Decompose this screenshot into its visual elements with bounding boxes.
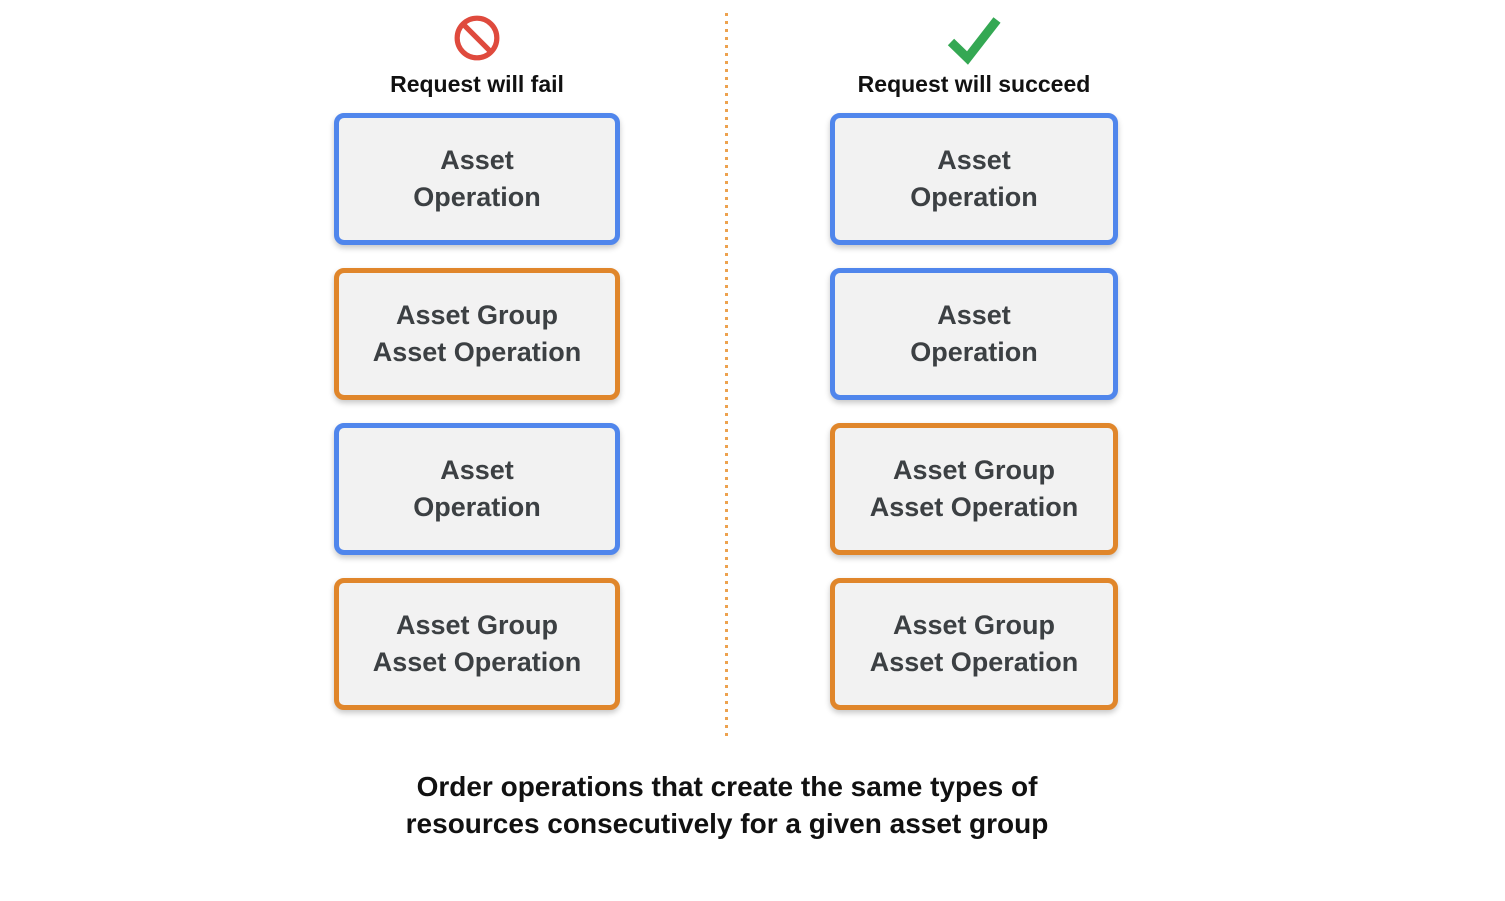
checkmark-icon: [945, 14, 1003, 68]
succeed-column: Request will succeed Asset Operation Ass…: [830, 14, 1118, 710]
diagram-caption: Order operations that create the same ty…: [405, 771, 1049, 839]
fail-column-title: Request will fail: [390, 71, 564, 97]
fail-box-asset-group-asset-operation-2: Asset Group Asset Operation: [334, 578, 620, 710]
fail-box-asset-operation-2: Asset Operation: [334, 423, 620, 555]
dotted-divider: [725, 13, 728, 740]
prohibited-icon: [453, 14, 501, 68]
fail-column: Request will fail Asset Operation Asset …: [334, 14, 620, 710]
succeed-box-asset-group-asset-operation-1: Asset Group Asset Operation: [830, 423, 1118, 555]
succeed-column-boxes: Asset Operation Asset Operation Asset Gr…: [830, 113, 1118, 710]
succeed-box-asset-group-asset-operation-2: Asset Group Asset Operation: [830, 578, 1118, 710]
succeed-box-asset-operation-1: Asset Operation: [830, 113, 1118, 245]
succeed-column-title: Request will succeed: [857, 71, 1091, 97]
fail-box-asset-operation-1: Asset Operation: [334, 113, 620, 245]
succeed-box-asset-operation-2: Asset Operation: [830, 268, 1118, 400]
fail-column-boxes: Asset Operation Asset Group Asset Operat…: [334, 113, 620, 710]
fail-box-asset-group-asset-operation-1: Asset Group Asset Operation: [334, 268, 620, 400]
